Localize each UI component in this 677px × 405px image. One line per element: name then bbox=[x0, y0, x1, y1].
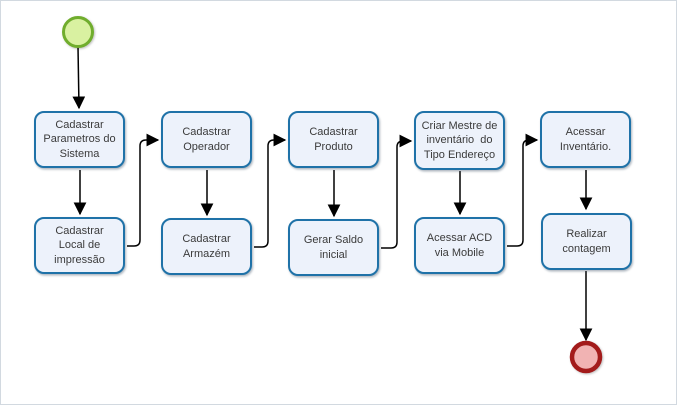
node-label: Cadastrar Local de impressão bbox=[54, 225, 105, 266]
node-cadastrar-armazem: Cadastrar Armazém bbox=[161, 218, 252, 275]
node-label: Criar Mestre de inventário do Tipo Ender… bbox=[421, 120, 498, 161]
node-acessar-acd-mobile: Acessar ACD via Mobile bbox=[414, 217, 505, 274]
node-label: Cadastrar Operador bbox=[182, 126, 231, 153]
connector-acd-to-inventario bbox=[507, 133, 539, 247]
node-label: Cadastrar Armazém bbox=[182, 233, 231, 260]
node-realizar-contagem: Realizar contagem bbox=[541, 213, 632, 270]
connector-gerar-saldo-to-criar-mestre bbox=[381, 134, 413, 249]
connector-local-impressao-to-operador bbox=[127, 133, 160, 247]
node-label: Cadastrar Parametros do Sistema bbox=[43, 119, 116, 160]
node-label: Gerar Saldo inicial bbox=[303, 234, 364, 261]
node-cadastrar-parametros-sistema: Cadastrar Parametros do Sistema bbox=[34, 111, 125, 168]
node-cadastrar-local-impressao: Cadastrar Local de impressão bbox=[34, 217, 125, 274]
start-event-circle bbox=[62, 16, 94, 48]
node-criar-mestre-inventario: Criar Mestre de inventário do Tipo Ender… bbox=[414, 111, 505, 170]
node-cadastrar-operador: Cadastrar Operador bbox=[161, 111, 252, 168]
node-gerar-saldo-inicial: Gerar Saldo inicial bbox=[288, 219, 379, 276]
connector-armazem-to-produto bbox=[254, 133, 287, 248]
node-cadastrar-produto: Cadastrar Produto bbox=[288, 111, 379, 168]
node-label: Acessar ACD via Mobile bbox=[426, 232, 493, 259]
node-label: Realizar contagem bbox=[562, 228, 611, 255]
node-label: Acessar Inventário. bbox=[559, 126, 612, 153]
end-event-circle bbox=[569, 340, 603, 374]
node-acessar-inventario: Acessar Inventário. bbox=[540, 111, 631, 168]
node-label: Cadastrar Produto bbox=[309, 126, 358, 153]
connector-start-to-parametros bbox=[72, 46, 86, 110]
